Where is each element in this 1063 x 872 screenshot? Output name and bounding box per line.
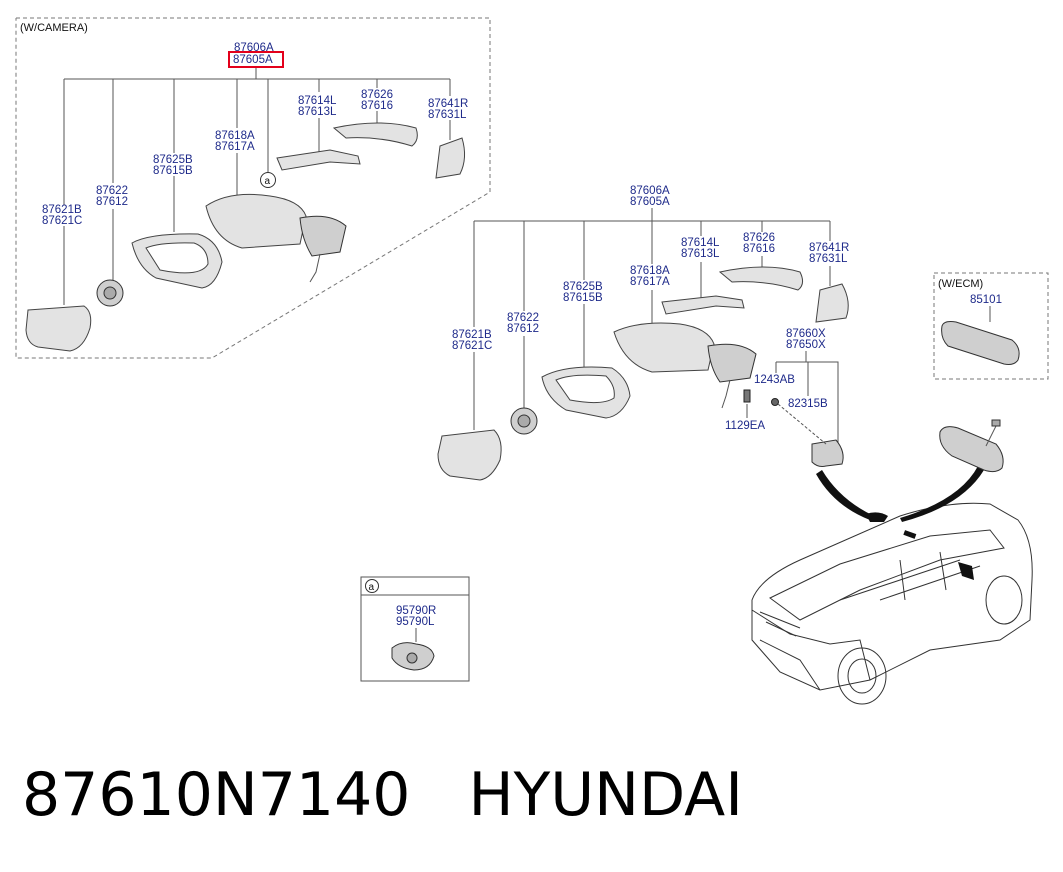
detail-a-callout-circle [365, 579, 379, 593]
car-side-mirror-mark [958, 562, 974, 580]
cam-cap-b-label: 87631L [428, 109, 467, 121]
cam-mirror-glass-shape [25, 305, 92, 352]
main-mirror-glass-shape [437, 429, 502, 481]
main-glass-a-label: 87621B [452, 329, 492, 341]
footer-part-number: 87610N7140 [22, 760, 411, 830]
main-clip-label: 82315B [788, 398, 828, 410]
pointer-inner-mirror [900, 466, 984, 522]
main-cap-a-label: 87641R [809, 242, 849, 254]
detail-a-label-b: 95790L [396, 616, 435, 628]
main-actuator-a-label: 87622 [507, 312, 539, 324]
cam-cover-shape [276, 149, 361, 171]
main-housing-shape [541, 366, 631, 419]
main-frame-shape [613, 322, 715, 373]
car-body-outline [751, 502, 1033, 691]
car-window-line [769, 529, 1005, 621]
footer: 87610N7140 HYUNDAI [22, 760, 743, 830]
cam-cap-shape [435, 137, 466, 179]
main-cover-lower-label: 87613L [681, 248, 720, 260]
car-illustration [751, 419, 1033, 705]
ecm-mirror-shape [941, 321, 1020, 365]
main-group: 87606A 87605A 87614L 87613L 87626 87616 … [437, 185, 849, 481]
pointer-side-mirror [816, 470, 874, 520]
cam-glass-b-label: 87621C [42, 215, 82, 227]
inner-mirror-shape [939, 426, 1004, 473]
camera-group-border [15, 17, 491, 359]
cam-frame-b-label: 87617A [215, 141, 255, 153]
car-rear-wheel [985, 575, 1023, 625]
main-screw-label: 1243AB [754, 374, 795, 386]
main-scalp-b-label: 87616 [743, 243, 775, 255]
main-triangle-a-label: 87660X [786, 328, 826, 340]
cam-cover-upper-label: 87614L [298, 95, 337, 107]
cam-housing-shape [131, 233, 223, 289]
main-frame-a-label: 87618A [630, 265, 670, 277]
main-housing-b-label: 87615B [563, 292, 603, 304]
main-glass-b-label: 87621C [452, 340, 492, 352]
cam-housing-b-label: 87615B [153, 165, 193, 177]
cam-assembly-highlighted-label: 87605A [233, 54, 273, 66]
main-triangle-shape [811, 439, 844, 467]
main-screw-shape [771, 398, 779, 406]
footer-brand: HYUNDAI [468, 760, 743, 830]
main-cover-shape [661, 295, 745, 315]
camera-group: (W/CAMERA) 87606A 87605A 87614L 87613L 8… [15, 17, 491, 359]
main-base-shape [707, 343, 757, 383]
main-cover-upper-label: 87614L [681, 237, 720, 249]
main-housing-a-label: 87625B [563, 281, 603, 293]
main-frame-b-label: 87617A [630, 276, 670, 288]
main-cap-shape [815, 283, 849, 323]
cam-assembly-highlight-box [228, 51, 284, 68]
ecm-group-border [933, 272, 1049, 380]
main-scalp-shape [718, 266, 804, 291]
ecm-mirror-label: 85101 [970, 294, 1002, 306]
detail-a-group: a 95790R 95790L [360, 576, 470, 682]
main-assembly-top-label: 87606A [630, 185, 670, 197]
main-scalp-a-label: 87626 [743, 232, 775, 244]
main-cap-b-label: 87631L [809, 253, 848, 265]
cam-frame-a-label: 87618A [215, 130, 255, 142]
cam-actuator-b-label: 87612 [96, 196, 128, 208]
ecm-group-title: (W/ECM) [938, 278, 983, 290]
camera-group-title: (W/CAMERA) [20, 22, 88, 34]
ecm-group: (W/ECM) 85101 [933, 272, 1049, 380]
cam-actuator-a-label: 87622 [96, 185, 128, 197]
cam-housing-a-label: 87625B [153, 154, 193, 166]
main-assembly-bottom-label: 87605A [630, 196, 670, 208]
detail-a-label-a: 95790R [396, 605, 436, 617]
car-front-wheel [837, 647, 887, 705]
main-bolt-shape [743, 389, 751, 403]
cam-callout-letter: a [265, 176, 271, 187]
main-triangle-b-label: 87650X [786, 339, 826, 351]
cam-scalp-a-label: 87626 [361, 89, 393, 101]
cam-scalp-shape [332, 122, 418, 147]
detail-a-border [360, 576, 470, 682]
cam-base-shape [299, 215, 347, 257]
cam-cover-lower-label: 87613L [298, 106, 337, 118]
cam-callout-circle [260, 172, 276, 188]
detail-a-callout-letter: a [369, 582, 375, 593]
main-actuator-b-label: 87612 [507, 323, 539, 335]
cam-cap-a-label: 87641R [428, 98, 468, 110]
cam-scalp-b-label: 87616 [361, 100, 393, 112]
cam-frame-shape [205, 193, 307, 249]
main-bolt-label: 1129EA [725, 420, 765, 432]
cam-glass-a-label: 87621B [42, 204, 82, 216]
